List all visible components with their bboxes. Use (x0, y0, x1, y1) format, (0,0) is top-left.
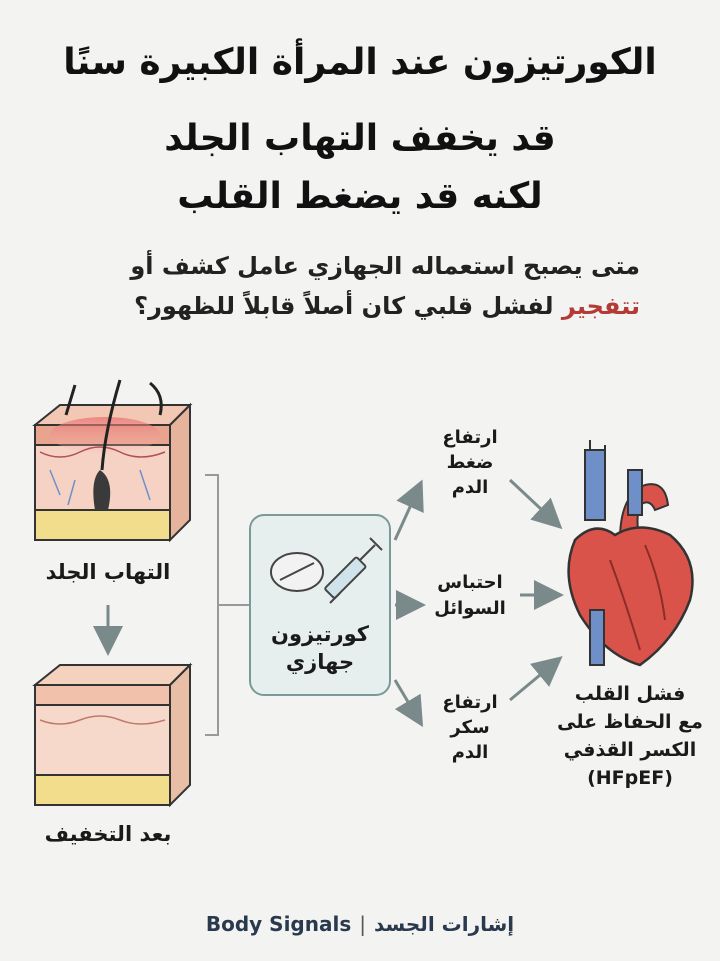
cortisone-label: كورتيزون جهازي (250, 620, 390, 676)
effect-bp-line-3: الدم (451, 477, 489, 498)
heart-label-line-1: فشل القلب (574, 683, 686, 705)
effect-bp-line-2: ضغط (446, 452, 494, 473)
effect-sugar-line-1: ارتفاع (442, 692, 498, 713)
arrow-to-bp (393, 479, 424, 541)
syringe-icon (324, 537, 383, 604)
bracket-line (205, 474, 219, 736)
footer-brand: Body Signals | إشارات الجسد (0, 912, 720, 936)
footer-brand-ar: إشارات الجسد (373, 912, 515, 936)
effect-blood-sugar: ارتفاع سكر الدم (420, 690, 520, 765)
effect-bp-line-1: ارتفاع (442, 427, 498, 448)
title-line-3: لكنه قد يضغط القلب (177, 176, 543, 217)
pill-icon (270, 552, 324, 592)
subtitle-line-2: تتفجير لفشل قلبي كان أصلاً قابلاً للظهور… (40, 292, 640, 320)
heart-label-line-2: مع الحفاظ على (557, 711, 703, 733)
arrow-sugar-heart (509, 656, 563, 702)
effect-blood-pressure: ارتفاع ضغط الدم (420, 425, 520, 500)
subtitle-line-1: متى يصبح استعماله الجهازي عامل كشف أو (130, 252, 640, 280)
effect-fluid-line-2: السوائل (434, 598, 506, 619)
inflamed-skin-illustration (32, 379, 193, 543)
effect-fluid-line-1: احتباس (437, 572, 503, 593)
footer-brand-en: Body Signals (205, 912, 352, 936)
title-line-1: الكورتيزون عند المرأة الكبيرة سنًا (63, 42, 657, 83)
subtitle-highlight: تتفجير (561, 292, 640, 320)
subtitle-line-2-rest: لفشل قلبي كان أصلاً قابلاً للظهور؟ (134, 292, 554, 320)
arrow-bp-heart (508, 478, 563, 530)
relieved-skin-label: بعد التخفيف (44, 822, 172, 846)
cortisone-label-line-2: جهازي (285, 650, 355, 674)
effect-fluid-retention: احتباس السوائل (420, 570, 520, 622)
footer-separator: | (359, 912, 366, 936)
cortisone-label-line-1: كورتيزون (271, 622, 369, 646)
title-line-2: قد يخفف التهاب الجلد (164, 118, 556, 159)
relieved-skin-illustration (32, 662, 193, 808)
heart-label: فشل القلب مع الحفاظ على الكسر القذفي (HF… (545, 680, 715, 792)
arrow-to-sugar (393, 679, 424, 728)
effect-sugar-line-3: الدم (451, 742, 489, 763)
heart-label-line-4: (HFpEF) (587, 767, 673, 789)
heart-label-line-3: الكسر القذفي (563, 739, 697, 761)
heart-icon (567, 440, 694, 667)
effect-sugar-line-2: سكر (450, 717, 490, 738)
inflamed-skin-label: التهاب الجلد (45, 560, 171, 584)
